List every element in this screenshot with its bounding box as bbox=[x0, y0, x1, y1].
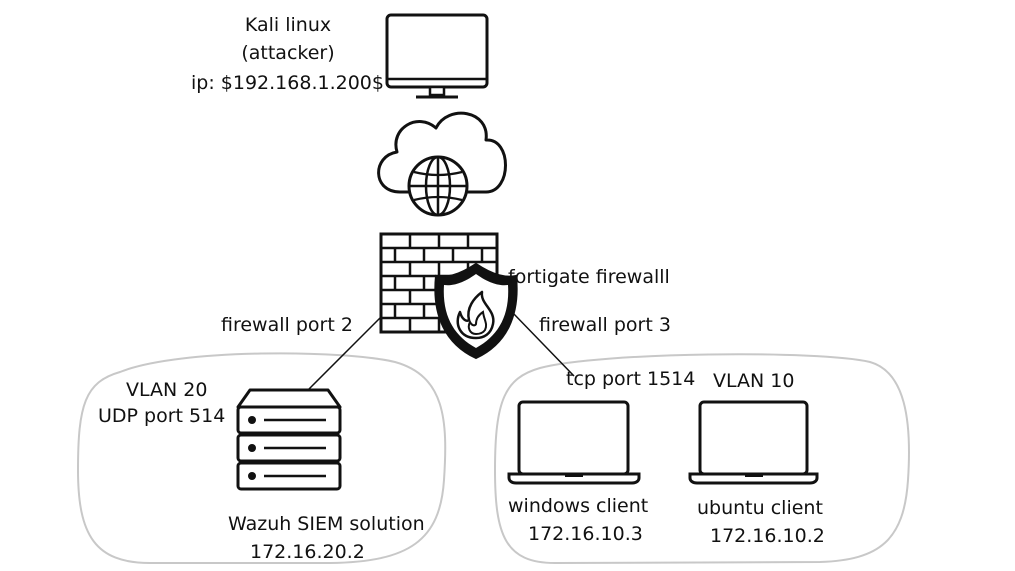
windows-client-name: windows client bbox=[508, 495, 649, 517]
attacker-label-line2: (attacker) bbox=[241, 42, 335, 64]
vlan20-zone bbox=[76, 352, 447, 564]
server-ip: 172.16.20.2 bbox=[250, 541, 365, 563]
vlan20-label: VLAN 20 bbox=[126, 379, 208, 401]
vlan10-zone bbox=[493, 353, 911, 565]
firewall-port-left: firewall port 2 bbox=[221, 314, 353, 336]
vlan10-protocol: tcp port 1514 bbox=[566, 368, 696, 390]
attacker-label-line1: Kali linux bbox=[244, 14, 332, 36]
windows-client-ip: 172.16.10.3 bbox=[528, 523, 643, 545]
firewall-port-right: firewall port 3 bbox=[539, 314, 671, 336]
monitor-icon bbox=[385, 13, 489, 99]
server-icon bbox=[236, 388, 342, 491]
laptop-icon-ubuntu bbox=[688, 400, 819, 485]
link-firewall-port3 bbox=[511, 311, 575, 377]
vlan20-protocol: UDP port 514 bbox=[98, 405, 226, 427]
firewall-name: fortigate firewalll bbox=[508, 266, 670, 288]
ubuntu-client-ip: 172.16.10.2 bbox=[710, 525, 825, 547]
server-name: Wazuh SIEM solution bbox=[228, 513, 425, 535]
laptop-icon-windows bbox=[507, 400, 641, 485]
cloud-globe-icon bbox=[377, 111, 507, 217]
vlan10-label: VLAN 10 bbox=[713, 370, 795, 392]
ubuntu-client-name: ubuntu client bbox=[697, 497, 823, 519]
shield-flame-icon bbox=[434, 262, 518, 360]
attacker-ip: ip: $192.168.1.200$ bbox=[191, 72, 384, 94]
link-firewall-port2 bbox=[307, 317, 381, 391]
